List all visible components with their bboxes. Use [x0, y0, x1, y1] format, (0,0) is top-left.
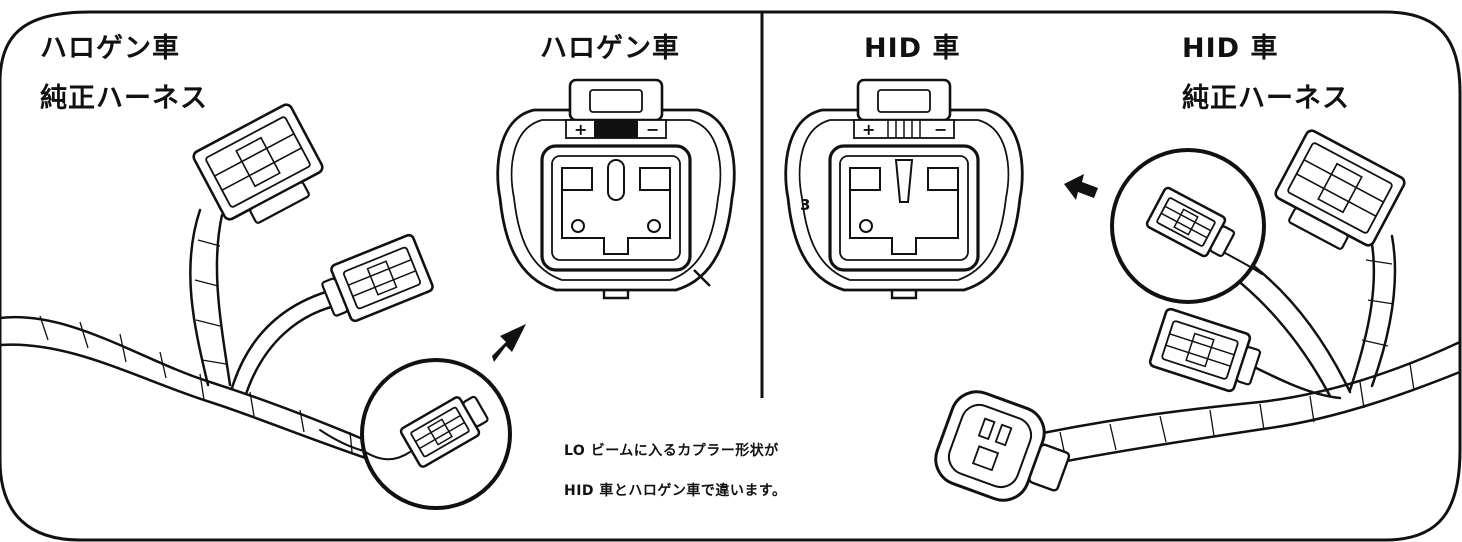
hid-side-number: 3	[800, 196, 810, 214]
hid-harness-title-line2: 純正ハーネス	[1182, 83, 1350, 114]
halogen-harness-title-line2: 純正ハーネス	[40, 83, 208, 114]
hid-connector-title: HID 車	[864, 33, 961, 64]
hid-plus-mark: +	[862, 120, 875, 139]
halogen-plus-mark: +	[574, 120, 587, 139]
halogen-harness-drawing	[0, 103, 512, 510]
hid-harness-drawing	[934, 129, 1462, 502]
outer-frame	[0, 10, 1462, 542]
note-line1: LO ビームに入るカプラー形状が	[564, 443, 779, 459]
halogen-minus-mark: −	[646, 120, 659, 139]
hid-minus-mark: −	[934, 120, 947, 139]
halogen-connector-title: ハロゲン車	[540, 33, 680, 64]
arrow-to-halogen-connector	[492, 324, 526, 362]
note-line2: HID 車とハロゲン車で違います。	[564, 483, 787, 499]
hid-connector-face: + − 3	[784, 78, 1024, 300]
hid-harness-title-line1: HID 車	[1182, 33, 1279, 64]
halogen-harness-title-line1: ハロゲン車	[40, 33, 180, 64]
halogen-connector-face: + −	[496, 78, 736, 300]
arrow-to-hid-connector	[1064, 174, 1098, 200]
